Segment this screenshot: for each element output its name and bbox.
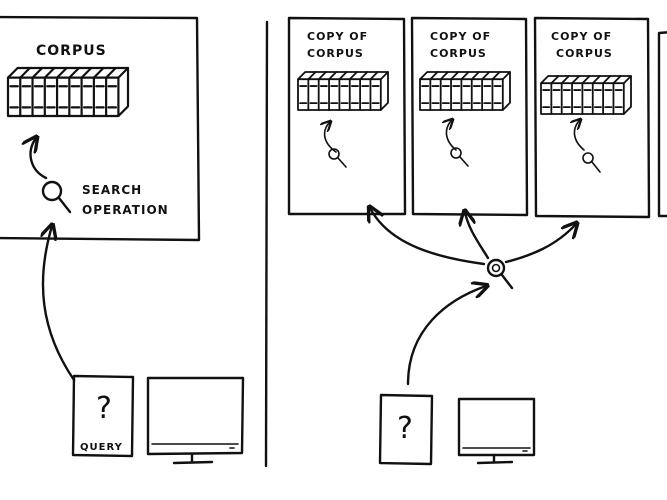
copy-box-3: COPY OF CORPUS (533, 16, 651, 219)
copy-label-2-line2: CORPUS (430, 47, 487, 60)
copy-label-1-line1: COPY OF (307, 30, 368, 43)
right-panel: COPY OF CORPUS COPY OF CORPUS COPY OF (287, 16, 667, 466)
magnifier-icon (450, 147, 469, 167)
books-icon (419, 71, 511, 111)
fanout-arrow-3 (504, 224, 576, 264)
fanout-arrow-2 (465, 212, 490, 260)
copy-label-2-line1: COPY OF (430, 30, 491, 43)
query-glyph: ? (96, 391, 112, 426)
magnifier-icon (41, 180, 72, 214)
books-icon (6, 66, 130, 118)
copy-box-2: COPY OF CORPUS (410, 16, 529, 217)
query-to-corpus-arrow (43, 226, 76, 382)
magnifier-icon (328, 148, 347, 168)
copy-box-1: COPY OF CORPUS (287, 16, 407, 216)
central-magnifier-icon (486, 258, 514, 290)
search-label-line2: OPERATION (82, 203, 169, 217)
query-document-icon: ? QUERY (71, 374, 135, 458)
search-to-corpus-arrow (31, 138, 48, 180)
books-icon (540, 75, 632, 115)
monitor-icon (146, 376, 245, 465)
magnifier-icon (582, 152, 601, 173)
query-label: QUERY (80, 442, 123, 453)
corpus-box (0, 15, 201, 242)
query-to-search-arrow (406, 286, 486, 386)
copy-label-3-line1: COPY OF (551, 30, 612, 43)
search-label-line1: SEARCH (82, 183, 142, 197)
right-query-glyph: ? (397, 411, 413, 446)
corpus-label: CORPUS (36, 43, 107, 59)
books-icon (297, 71, 389, 111)
left-panel: CORPUS SEARCH OPERATION ? QUERY (0, 15, 245, 465)
copy-label-3-line2: CORPUS (556, 47, 613, 60)
copy-box-4-partial (657, 31, 667, 218)
fanout-arrow-1 (370, 208, 486, 266)
query-document-icon: ? (378, 393, 434, 466)
copy-label-1-line2: CORPUS (307, 47, 364, 60)
monitor-icon (457, 397, 536, 465)
panel-divider (264, 20, 269, 468)
